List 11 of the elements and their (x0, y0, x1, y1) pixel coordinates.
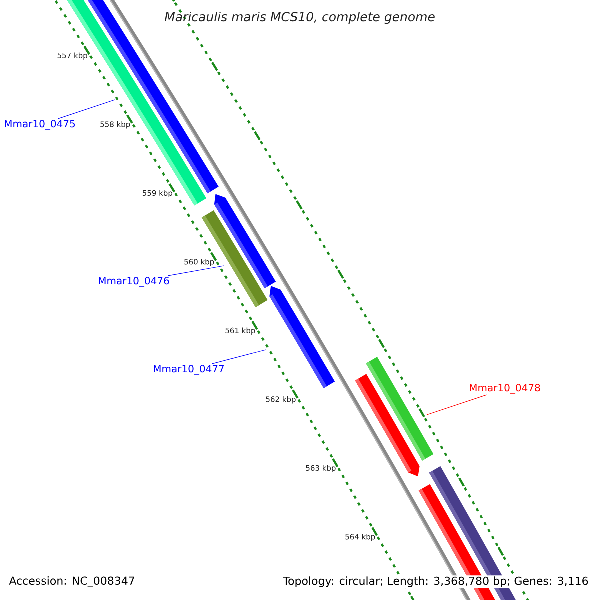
summary-text: Topology: circular; Length: 3,368,780 bp; Genes: 3,116 (282, 576, 590, 588)
leader-line (426, 394, 488, 416)
gene-label: Mmar10_0478 (470, 384, 540, 394)
leader-line (58, 100, 116, 120)
gene-label: Mmar10_0475 (5, 120, 75, 130)
leader-line (212, 350, 266, 364)
leader-line (168, 266, 224, 276)
gene-label: Mmar10_0477 (154, 365, 224, 375)
title: Maricaulis maris MCS10, complete genome (164, 12, 435, 24)
gene-label: Mmar10_0476 (99, 277, 170, 287)
accession-text: Accession: NC_008347 (9, 576, 134, 588)
